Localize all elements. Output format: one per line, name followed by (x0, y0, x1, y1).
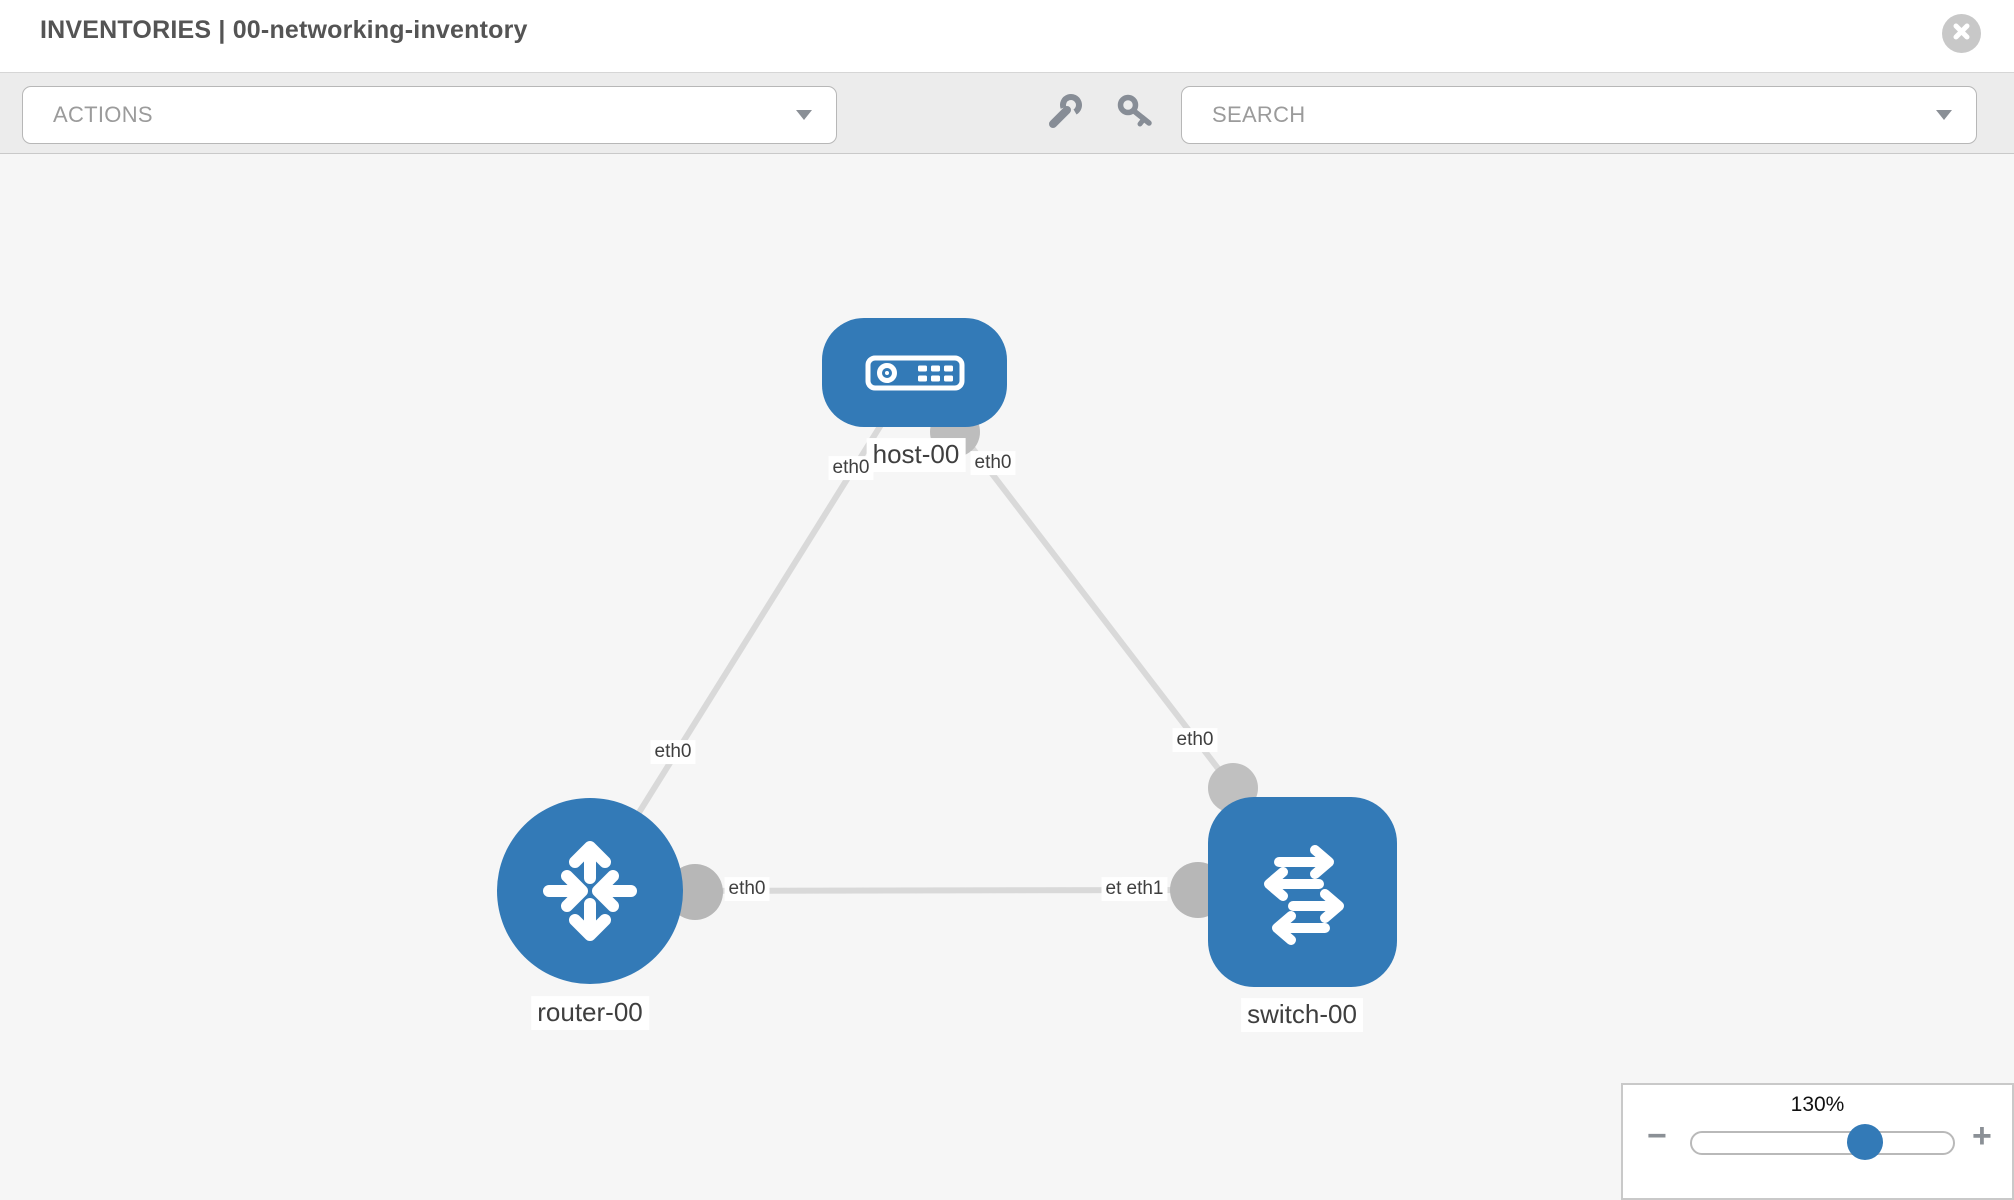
actions-dropdown-label: ACTIONS (53, 102, 153, 127)
chevron-down-icon (796, 110, 812, 120)
port-label-switch-eth0-up: eth0 (1172, 728, 1218, 752)
configure-button[interactable] (1041, 92, 1085, 136)
close-button[interactable] (1942, 14, 1981, 53)
node-host-00[interactable] (822, 318, 1007, 427)
port-label-router-eth0-up: eth0 (650, 740, 696, 764)
wrench-icon (1043, 92, 1083, 137)
port-label-host-eth0-left: eth0 (828, 456, 874, 480)
router-icon (527, 828, 653, 954)
search-placeholder: SEARCH (1212, 102, 1306, 127)
page-title: INVENTORIES | 00-networking-inventory (40, 16, 528, 44)
node-label-router: router-00 (531, 996, 649, 1030)
chevron-down-icon (1936, 110, 1952, 120)
node-router-00[interactable] (497, 798, 683, 984)
port-label-switch-eth1: eth1 (1122, 877, 1168, 901)
zoom-slider-knob[interactable] (1847, 1124, 1883, 1160)
zoom-in-button[interactable]: + (1972, 1117, 1992, 1155)
node-switch-00[interactable] (1208, 797, 1397, 987)
header: INVENTORIES | 00-networking-inventory (0, 0, 2014, 72)
node-label-host: host-00 (866, 438, 966, 472)
close-icon (1952, 22, 1971, 46)
key-button[interactable] (1113, 92, 1157, 136)
toolbar: ACTIONS SEARCH (0, 72, 2014, 154)
zoom-out-button[interactable]: − (1647, 1117, 1667, 1155)
port-label-router-eth0-mid: eth0 (724, 877, 770, 901)
node-label-switch: switch-00 (1241, 998, 1363, 1032)
zoom-panel: 130% − + (1621, 1083, 2014, 1200)
key-icon (1115, 92, 1155, 137)
actions-dropdown[interactable]: ACTIONS (22, 86, 837, 144)
zoom-slider-track[interactable] (1690, 1131, 1955, 1155)
port-label-host-eth0-right: eth0 (970, 451, 1016, 475)
topology-canvas[interactable]: host-00 router-00 switch-00 eth0 eth0 et… (0, 154, 2014, 1200)
zoom-level-text: 130% (1790, 1093, 1845, 1116)
host-icon (865, 355, 965, 391)
links-layer (587, 370, 1258, 920)
search-dropdown[interactable]: SEARCH (1181, 86, 1977, 144)
switch-icon (1241, 830, 1365, 954)
